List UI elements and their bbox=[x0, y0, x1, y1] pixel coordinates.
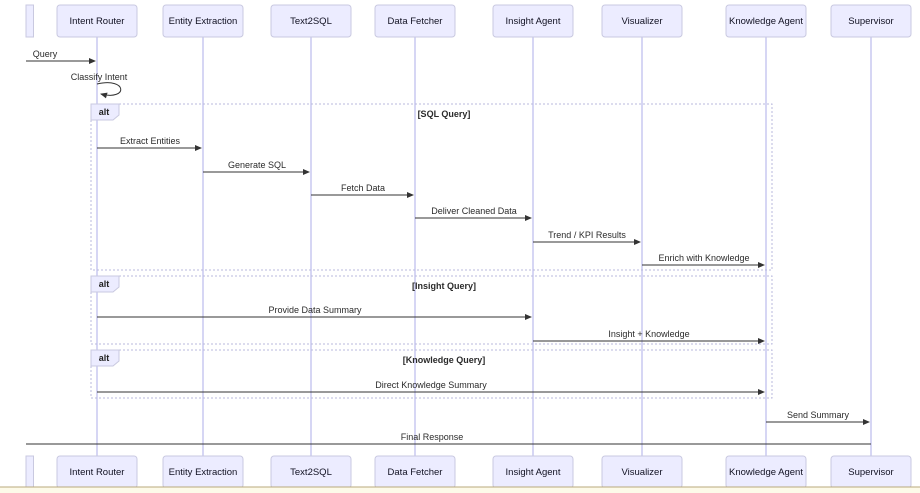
message-label: Send Summary bbox=[787, 410, 850, 420]
alt-fragment-knowledge-query: alt [Knowledge Query] bbox=[90, 349, 773, 399]
message-query: Query bbox=[26, 49, 96, 64]
participant-label: Text2SQL bbox=[290, 16, 332, 27]
message-label: Fetch Data bbox=[341, 183, 385, 193]
alt-fragment-border bbox=[90, 103, 773, 271]
participant-knowledge-agent-top: Knowledge Agent bbox=[725, 4, 807, 38]
message-extract-entities: Extract Entities bbox=[97, 136, 202, 151]
message-provide-data-summary: Provide Data Summary bbox=[97, 305, 532, 320]
message-label: Insight + Knowledge bbox=[608, 329, 689, 339]
message-deliver-cleaned-data: Deliver Cleaned Data bbox=[415, 206, 532, 221]
participant-visualizer-top: Visualizer bbox=[601, 4, 683, 38]
participant-label: Insight Agent bbox=[506, 16, 561, 27]
participant-label: Data Fetcher bbox=[388, 467, 443, 478]
footer-strip bbox=[0, 486, 920, 493]
participant-label: Supervisor bbox=[848, 16, 893, 27]
participant-label: Intent Router bbox=[70, 467, 125, 478]
alt-condition-label: [SQL Query] bbox=[418, 109, 471, 119]
participant-box bbox=[492, 4, 574, 38]
participant-knowledge-agent-bottom: Knowledge Agent bbox=[725, 455, 807, 489]
participant-entity-extraction-bottom: Entity Extraction bbox=[162, 455, 244, 489]
clipped-participant-box-top bbox=[25, 4, 34, 38]
participant-label: Data Fetcher bbox=[388, 16, 443, 27]
participant-label: Knowledge Agent bbox=[729, 467, 803, 478]
participant-insight-agent-bottom: Insight Agent bbox=[492, 455, 574, 489]
participant-data-fetcher-bottom: Data Fetcher bbox=[374, 455, 456, 489]
message-label: Direct Knowledge Summary bbox=[375, 380, 487, 390]
participant-label: Entity Extraction bbox=[169, 467, 238, 478]
participant-label: Insight Agent bbox=[506, 467, 561, 478]
clipped-participant bbox=[25, 4, 34, 489]
alt-fragment-sql-query: alt [SQL Query] bbox=[90, 103, 773, 271]
participants-bottom: Intent Router Entity Extraction Text2SQL… bbox=[56, 455, 912, 489]
participants-top: Intent Router Entity Extraction Text2SQL… bbox=[56, 4, 912, 38]
message-direct-knowledge-summary: Direct Knowledge Summary bbox=[97, 380, 765, 395]
participant-box bbox=[162, 4, 244, 38]
alt-tag-label: alt bbox=[99, 107, 110, 117]
participant-label: Visualizer bbox=[621, 467, 662, 478]
participant-intent-router-top: Intent Router bbox=[56, 4, 138, 38]
participant-entity-extraction-top: Entity Extraction bbox=[162, 4, 244, 38]
participant-text2sql-top: Text2SQL bbox=[270, 4, 352, 38]
lifelines bbox=[96, 37, 872, 456]
participant-supervisor-bottom: Supervisor bbox=[830, 455, 912, 489]
message-label: Deliver Cleaned Data bbox=[431, 206, 517, 216]
participant-box bbox=[270, 4, 352, 38]
message-label: Classify Intent bbox=[71, 72, 128, 82]
alt-tag bbox=[90, 103, 120, 121]
message-final-response: Final Response bbox=[26, 432, 871, 445]
alt-condition-label: [Insight Query] bbox=[412, 281, 476, 291]
clipped-participant-box-bottom bbox=[25, 455, 34, 489]
participant-box bbox=[725, 4, 807, 38]
alt-fragments: alt [SQL Query] alt [Insight Query] alt … bbox=[90, 103, 773, 399]
self-loop-arrow bbox=[96, 82, 122, 99]
alt-tag-label: alt bbox=[99, 279, 110, 289]
alt-fragment-border bbox=[90, 349, 773, 399]
participant-text2sql-bottom: Text2SQL bbox=[270, 455, 352, 489]
message-label: Query bbox=[33, 49, 58, 59]
participant-box bbox=[56, 4, 138, 38]
participant-label: Supervisor bbox=[848, 467, 893, 478]
message-enrich-with-knowledge: Enrich with Knowledge bbox=[642, 253, 765, 268]
message-trend-kpi-results: Trend / KPI Results bbox=[533, 230, 641, 245]
participant-box bbox=[830, 4, 912, 38]
alt-fragment-insight-query: alt [Insight Query] bbox=[90, 275, 773, 345]
message-send-summary: Send Summary bbox=[766, 410, 870, 425]
participant-box bbox=[601, 4, 683, 38]
message-generate-sql: Generate SQL bbox=[203, 160, 310, 175]
participant-data-fetcher-top: Data Fetcher bbox=[374, 4, 456, 38]
message-label: Final Response bbox=[401, 432, 464, 442]
participant-box bbox=[374, 4, 456, 38]
message-insight-plus-knowledge: Insight + Knowledge bbox=[533, 329, 765, 344]
message-fetch-data: Fetch Data bbox=[311, 183, 414, 198]
message-label: Enrich with Knowledge bbox=[658, 253, 749, 263]
message-classify-intent: Classify Intent bbox=[71, 72, 128, 99]
participant-intent-router-bottom: Intent Router bbox=[56, 455, 138, 489]
participant-label: Visualizer bbox=[621, 16, 662, 27]
alt-fragment-border bbox=[90, 275, 773, 345]
alt-tag-label: alt bbox=[99, 353, 110, 363]
participant-label: Text2SQL bbox=[290, 467, 332, 478]
participant-insight-agent-top: Insight Agent bbox=[492, 4, 574, 38]
message-label: Provide Data Summary bbox=[268, 305, 362, 315]
alt-condition-label: [Knowledge Query] bbox=[403, 355, 486, 365]
message-label: Trend / KPI Results bbox=[548, 230, 626, 240]
alt-tag bbox=[90, 349, 120, 367]
participant-visualizer-bottom: Visualizer bbox=[601, 455, 683, 489]
footer-strip-fill bbox=[0, 487, 920, 493]
participant-label: Knowledge Agent bbox=[729, 16, 803, 27]
message-label: Extract Entities bbox=[120, 136, 181, 146]
participant-supervisor-top: Supervisor bbox=[830, 4, 912, 38]
message-label: Generate SQL bbox=[228, 160, 286, 170]
participant-label: Intent Router bbox=[70, 16, 125, 27]
alt-tag bbox=[90, 275, 120, 293]
participant-label: Entity Extraction bbox=[169, 16, 238, 27]
messages: Query Classify Intent Extract Entities G… bbox=[26, 49, 871, 445]
